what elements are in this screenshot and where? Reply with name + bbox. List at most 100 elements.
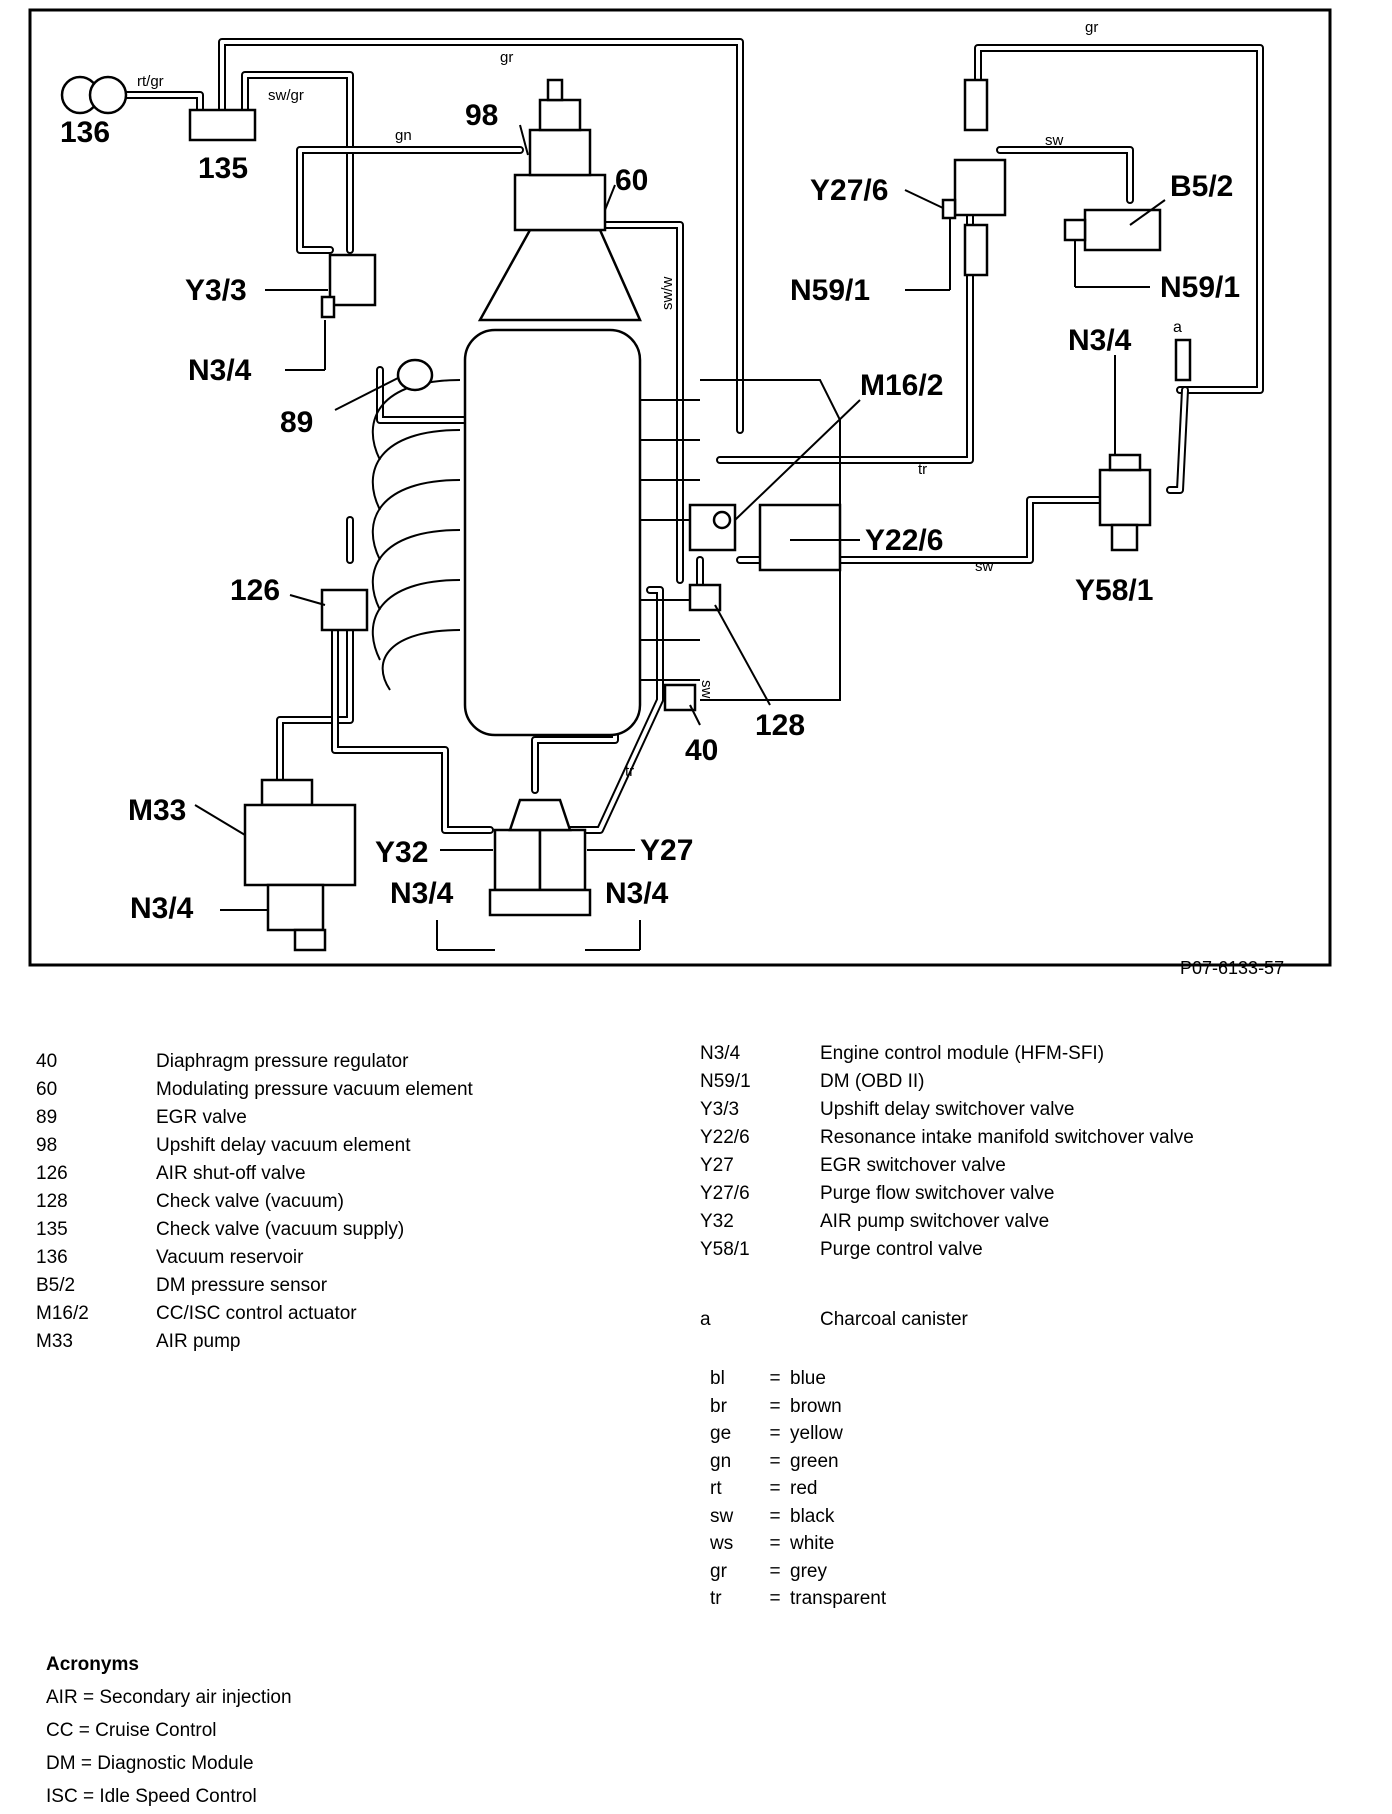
y3-3-valve-shape	[328, 253, 377, 307]
b5-2-connector	[1063, 218, 1087, 242]
label-m16-2: M16/2	[860, 369, 943, 402]
color-key-eq: =	[769, 1423, 781, 1444]
legend-description: DM (OBD II)	[820, 1071, 925, 1092]
legend-row: 128 Check valve (vacuum)	[36, 1188, 473, 1216]
egr-valve-shape	[396, 358, 434, 392]
legend-code: N59/1	[700, 1071, 751, 1092]
color-key-name: black	[790, 1505, 835, 1527]
label-136: 136	[60, 116, 110, 149]
wire-label-sw-lower: sw	[698, 680, 715, 699]
label-n3-4-a: N3/4	[188, 354, 252, 387]
legend-description: Check valve (vacuum)	[156, 1191, 344, 1212]
resonance-flap	[758, 503, 842, 572]
color-key-name: white	[790, 1533, 835, 1554]
wire-label-sw-w: sw/w	[659, 277, 676, 311]
legend-description: Modulating pressure vacuum element	[156, 1079, 473, 1100]
color-key-code: tr	[710, 1588, 722, 1609]
legend-code: Y27/6	[700, 1183, 750, 1204]
legend-code: 128	[36, 1191, 68, 1212]
diagram-frame	[28, 8, 1332, 967]
legend-code: 40	[36, 1051, 58, 1072]
y27-6-valve-shape	[953, 158, 1007, 217]
b5-2-sensor-shape	[1083, 208, 1162, 252]
legend-description: Check valve (vacuum supply)	[156, 1219, 405, 1240]
legend-row: Y22/6 Resonance intake manifold switchove…	[700, 1124, 1194, 1152]
wire-label-tr-mid: tr	[918, 461, 927, 478]
exhaust-manifold	[371, 379, 461, 691]
label-n3-4-d: N3/4	[605, 877, 669, 910]
legend-description: Resonance intake manifold switchover val…	[820, 1127, 1194, 1148]
legend-code: 136	[36, 1247, 68, 1268]
legend-code: a	[700, 1309, 711, 1330]
color-key-eq: =	[769, 1505, 781, 1527]
legend-row: a Charcoal canister	[700, 1306, 968, 1334]
legend-row: N59/1 DM (OBD II)	[700, 1068, 1194, 1096]
legend-code: M16/2	[36, 1303, 89, 1324]
legend-description: Upshift delay vacuum element	[156, 1135, 411, 1156]
color-key-row: gr = grey	[710, 1558, 886, 1586]
color-key-name: yellow	[790, 1423, 843, 1444]
legend-description: EGR switchover valve	[820, 1155, 1006, 1176]
color-key-code: gr	[710, 1560, 727, 1582]
color-key-name: red	[790, 1478, 818, 1499]
y27-6-lower-tube	[963, 223, 989, 277]
legend-description: Engine control module (HFM-SFI)	[820, 1043, 1105, 1064]
legend-description: Vacuum reservoir	[156, 1247, 304, 1268]
color-key-eq: =	[769, 1478, 781, 1499]
color-key-name: grey	[790, 1560, 827, 1582]
throttle-cap	[538, 98, 582, 132]
acronym-item: CC = Cruise Control	[46, 1720, 217, 1741]
label-a: a	[1173, 319, 1182, 336]
color-key-code: ge	[710, 1423, 732, 1444]
label-y27: Y27	[640, 834, 693, 867]
color-key-row: sw = black	[710, 1503, 886, 1531]
color-key-code: sw	[710, 1505, 734, 1527]
acronym-item: DM = Diagnostic Module	[46, 1753, 254, 1774]
color-key-row: gn=green	[710, 1448, 886, 1476]
color-key-eq: =	[769, 1395, 781, 1417]
color-key-eq: =	[769, 1533, 781, 1554]
component-label-group: 136 135 98 60 Y27/6 B5/2 Y3/3 N59/1 N59/…	[60, 99, 1240, 925]
engine-assembly	[371, 78, 842, 737]
label-n59-1-b: N59/1	[1160, 271, 1240, 304]
label-128: 128	[755, 709, 805, 742]
wire-label-tr-lower: tr	[625, 763, 634, 780]
wire-label-gn: gn	[395, 127, 412, 144]
legend-code: 98	[36, 1135, 58, 1156]
m16-2-knob	[712, 510, 732, 530]
leader-lines	[194, 124, 1166, 951]
color-key-name: transparent	[790, 1588, 887, 1609]
figure-reference: P07-6133-57	[1180, 958, 1285, 978]
label-n3-4-b: N3/4	[1068, 324, 1132, 357]
wire-label-sw-gr: sw/gr	[268, 87, 304, 104]
wire-label-gr-right: gr	[1085, 19, 1098, 36]
color-key-eq: =	[769, 1560, 781, 1582]
label-b5-2: B5/2	[1170, 170, 1233, 203]
legend-code: Y22/6	[700, 1127, 750, 1148]
air-pump-top	[260, 778, 314, 807]
throttle-knob	[546, 78, 564, 102]
color-key-code: br	[710, 1395, 727, 1417]
air-shutoff-valve-shape	[320, 588, 369, 632]
engine-block	[463, 328, 642, 737]
legend-code: 89	[36, 1107, 58, 1128]
y32-valve-shape	[493, 828, 542, 892]
legend-description: Upshift delay switchover valve	[820, 1099, 1075, 1120]
legend-code: 135	[36, 1219, 68, 1240]
color-key-name: blue	[790, 1368, 826, 1389]
legend-code: Y58/1	[700, 1239, 750, 1260]
label-126: 126	[230, 574, 280, 607]
label-y27-6: Y27/6	[810, 174, 888, 207]
